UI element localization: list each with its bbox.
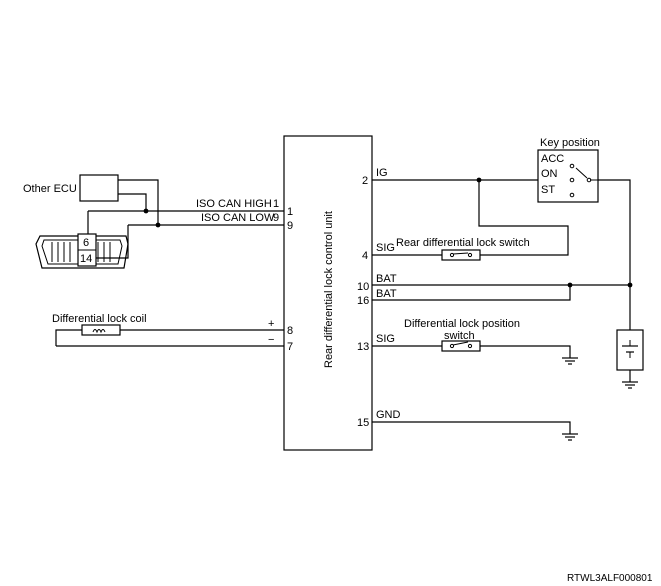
connector-pin-6: 6 xyxy=(83,237,89,249)
coil-plus-sign: + xyxy=(268,318,274,330)
key-to-battery-wire xyxy=(598,179,631,330)
sig2-pin: 13 xyxy=(357,341,369,353)
ig-label: IG xyxy=(376,167,388,179)
coil-minus-sign: − xyxy=(268,334,274,346)
sig1-pin: 4 xyxy=(362,250,368,262)
ground-icon xyxy=(562,357,578,365)
battery-icon xyxy=(616,329,644,371)
ecu-can-low-wire xyxy=(118,179,159,225)
rear-switch-label: Rear differential lock switch xyxy=(396,237,530,249)
position-switch-label-line1: Differential lock position xyxy=(404,318,520,330)
gnd-wire xyxy=(372,421,571,434)
can-high-pin-left: 1 xyxy=(273,198,279,210)
ground-icon xyxy=(562,433,578,441)
bat1-pin: 10 xyxy=(357,281,369,293)
can-low-pin: 9 xyxy=(287,220,293,232)
connector-pin-14: 14 xyxy=(80,253,92,265)
bat2-line xyxy=(372,285,571,301)
sig2-ground-wire xyxy=(480,345,571,358)
junction-dot xyxy=(155,222,161,228)
coil-label: Differential lock coil xyxy=(52,313,147,325)
can-low-label: ISO CAN LOW xyxy=(201,212,275,224)
other-ecu-label: Other ECU xyxy=(23,183,77,195)
gnd-label: GND xyxy=(376,409,401,421)
sig1-label: SIG xyxy=(376,242,395,254)
can-low-pin-left: 9 xyxy=(273,212,279,224)
key-position-box xyxy=(537,149,599,203)
position-switch-icon xyxy=(441,340,481,352)
bat2-pin: 16 xyxy=(357,295,369,307)
control-unit-label: Rear differential lock control unit xyxy=(323,211,335,368)
control-unit-box xyxy=(283,135,373,451)
rear-switch-icon xyxy=(441,249,481,261)
connector-low-wire xyxy=(96,225,129,259)
sig2-label: SIG xyxy=(376,333,395,345)
key-on-label: ON xyxy=(541,168,558,180)
ig-to-rear-switch-wire xyxy=(478,180,569,256)
other-ecu-box xyxy=(79,174,119,202)
figure-id: RTWL3ALF000801 xyxy=(567,573,653,584)
coil-minus-pin: 7 xyxy=(287,341,293,353)
diagnostic-connector xyxy=(35,233,129,269)
key-acc-label: ACC xyxy=(541,153,564,165)
coil-plus-pin: 8 xyxy=(287,325,293,337)
junction-dot xyxy=(143,208,149,214)
coil-wire-left xyxy=(55,329,82,346)
key-st-label: ST xyxy=(541,184,555,196)
can-high-pin: 1 xyxy=(287,206,293,218)
ecu-can-high-wire xyxy=(118,193,147,211)
position-switch-label-line2: switch xyxy=(444,330,475,342)
key-switch-icon xyxy=(569,163,598,198)
key-position-title: Key position xyxy=(540,137,600,149)
coil-icon xyxy=(81,324,121,336)
can-high-label: ISO CAN HIGH xyxy=(196,198,272,210)
ground-icon xyxy=(622,381,638,389)
bat2-label: BAT xyxy=(376,288,397,300)
ig-pin: 2 xyxy=(362,175,368,187)
gnd-pin: 15 xyxy=(357,417,369,429)
bat1-label: BAT xyxy=(376,273,397,285)
